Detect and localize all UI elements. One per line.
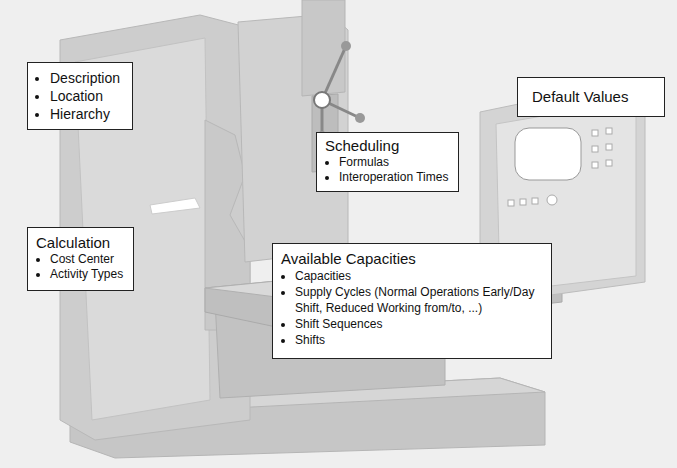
callout-box: Available CapacitiesCapacitiesSupply Cyc… bbox=[272, 243, 552, 359]
control-screen bbox=[515, 128, 581, 180]
bullet-item: Description bbox=[50, 69, 120, 87]
bullet-list: FormulasInteroperation Times bbox=[325, 155, 448, 185]
bullet-item: Shift Sequences bbox=[295, 316, 541, 332]
bullet-list: CapacitiesSupply Cycles (Normal Operatio… bbox=[281, 268, 541, 348]
callout-box: SchedulingFormulasInteroperation Times bbox=[316, 132, 459, 192]
box-heading: Available Capacities bbox=[281, 250, 541, 268]
handle-hub bbox=[314, 92, 330, 108]
bullet-item: Cost Center bbox=[50, 252, 123, 267]
bullet-list: Cost CenterActivity Types bbox=[36, 252, 123, 282]
box-heading: Scheduling bbox=[325, 137, 448, 155]
control-button bbox=[520, 199, 526, 205]
bullet-item: Capacities bbox=[295, 268, 541, 284]
callout-box: CalculationCost CenterActivity Types bbox=[27, 227, 134, 291]
machine-ram bbox=[302, 0, 345, 96]
control-button bbox=[606, 160, 612, 166]
control-button bbox=[592, 162, 598, 168]
bullet-item: Supply Cycles (Normal Operations Early/D… bbox=[295, 284, 541, 316]
control-button bbox=[606, 128, 612, 134]
bullet-item: Activity Types bbox=[50, 267, 123, 282]
bullet-item: Location bbox=[50, 87, 120, 105]
bullet-item: Hierarchy bbox=[50, 105, 120, 123]
box-heading: Calculation bbox=[36, 234, 123, 252]
control-button bbox=[592, 146, 598, 152]
box-heading: Default Values bbox=[532, 88, 650, 106]
handle-knob bbox=[355, 113, 365, 123]
control-button bbox=[592, 130, 598, 136]
paper-sheet bbox=[150, 198, 200, 214]
callout-box: Default Values bbox=[517, 77, 665, 117]
bullet-item: Formulas bbox=[339, 155, 448, 170]
control-knob bbox=[547, 195, 557, 205]
control-button bbox=[532, 198, 538, 204]
bullet-item: Interoperation Times bbox=[339, 170, 448, 185]
bullet-list: DescriptionLocationHierarchy bbox=[36, 69, 120, 123]
bullet-item: Shifts bbox=[295, 332, 541, 348]
callout-box: DescriptionLocationHierarchy bbox=[27, 62, 133, 130]
control-button bbox=[508, 200, 514, 206]
handle-knob bbox=[341, 41, 351, 51]
control-button bbox=[606, 144, 612, 150]
